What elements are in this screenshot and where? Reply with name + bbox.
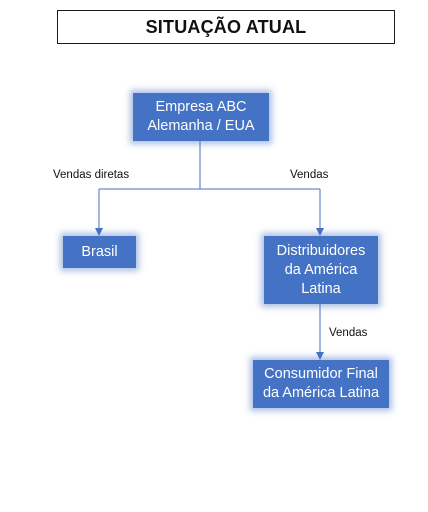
node-empresa-abc: Empresa ABC Alemanha / EUA	[133, 93, 269, 141]
node-consumidor-line-1: Consumidor Final	[264, 366, 378, 382]
page-title: SITUAÇÃO ATUAL	[57, 10, 395, 44]
node-brasil-line-1: Brasil	[81, 243, 118, 260]
page-title-text: SITUAÇÃO ATUAL	[145, 16, 307, 37]
node-distribuidores: Distribuidores da América Latina	[264, 236, 378, 304]
node-empresa-line-2: Alemanha / EUA	[147, 118, 255, 134]
node-distribuidores-line-3: Latina	[301, 280, 341, 297]
node-consumidor-line-2: da América Latina	[262, 385, 380, 401]
edge-label-vendas-diretas: Vendas diretas	[53, 169, 130, 181]
node-distribuidores-line-1: Distribuidores	[276, 242, 366, 259]
node-consumidor-final: Consumidor Final da América Latina	[253, 360, 389, 408]
node-empresa-line-1: Empresa ABC	[155, 99, 247, 115]
node-distribuidores-line-2: da América	[284, 261, 358, 278]
edge-label-vendas-consumidor: Vendas	[329, 327, 368, 339]
node-brasil: Brasil	[63, 236, 136, 268]
edge-label-vendas-distribuidores: Vendas	[290, 169, 329, 181]
